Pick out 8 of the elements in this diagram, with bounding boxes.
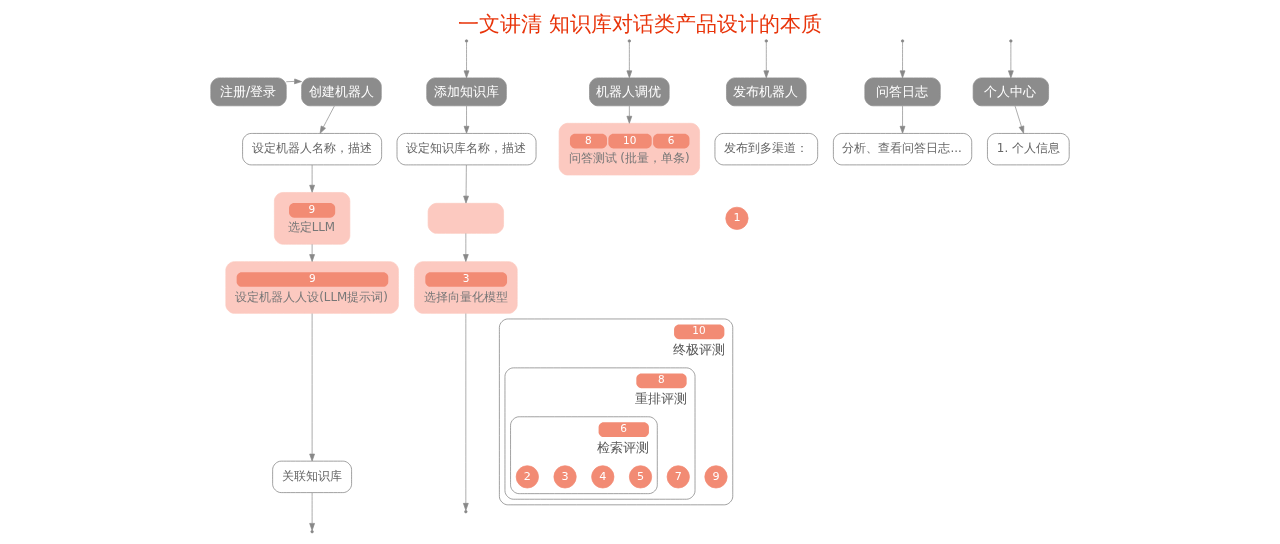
diagram-title: 一文讲清 知识库对话类产品设计的本质 [458,11,822,36]
label: 9 [712,469,720,483]
label: 4 [599,469,607,483]
label: 5 [636,469,645,483]
label: 1 [733,210,741,224]
label: 2 [523,469,531,483]
label: 7 [674,469,682,483]
label: 3 [561,469,569,483]
